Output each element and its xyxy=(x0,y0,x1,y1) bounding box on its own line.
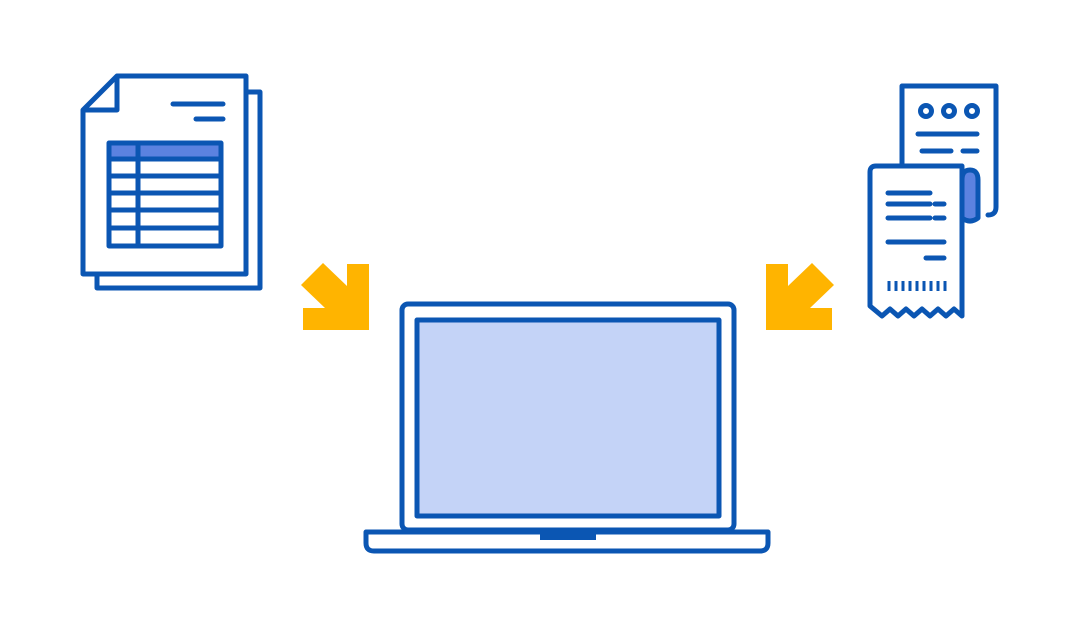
receipt-icon xyxy=(867,83,999,319)
laptop-base xyxy=(363,529,771,554)
receipt-dot xyxy=(941,103,957,119)
barcode xyxy=(887,281,947,291)
arrow-down-left-icon xyxy=(766,263,834,330)
laptop-icon xyxy=(363,301,771,554)
laptop-screen xyxy=(414,317,722,519)
receipt-curl xyxy=(959,167,981,224)
receipt-dot xyxy=(964,103,980,119)
arrow-down-right-icon xyxy=(301,263,369,330)
spreadsheet-document-icon xyxy=(80,73,263,291)
laptop-notch xyxy=(540,533,596,540)
receipt-dot xyxy=(918,103,934,119)
folded-corner xyxy=(83,76,120,113)
